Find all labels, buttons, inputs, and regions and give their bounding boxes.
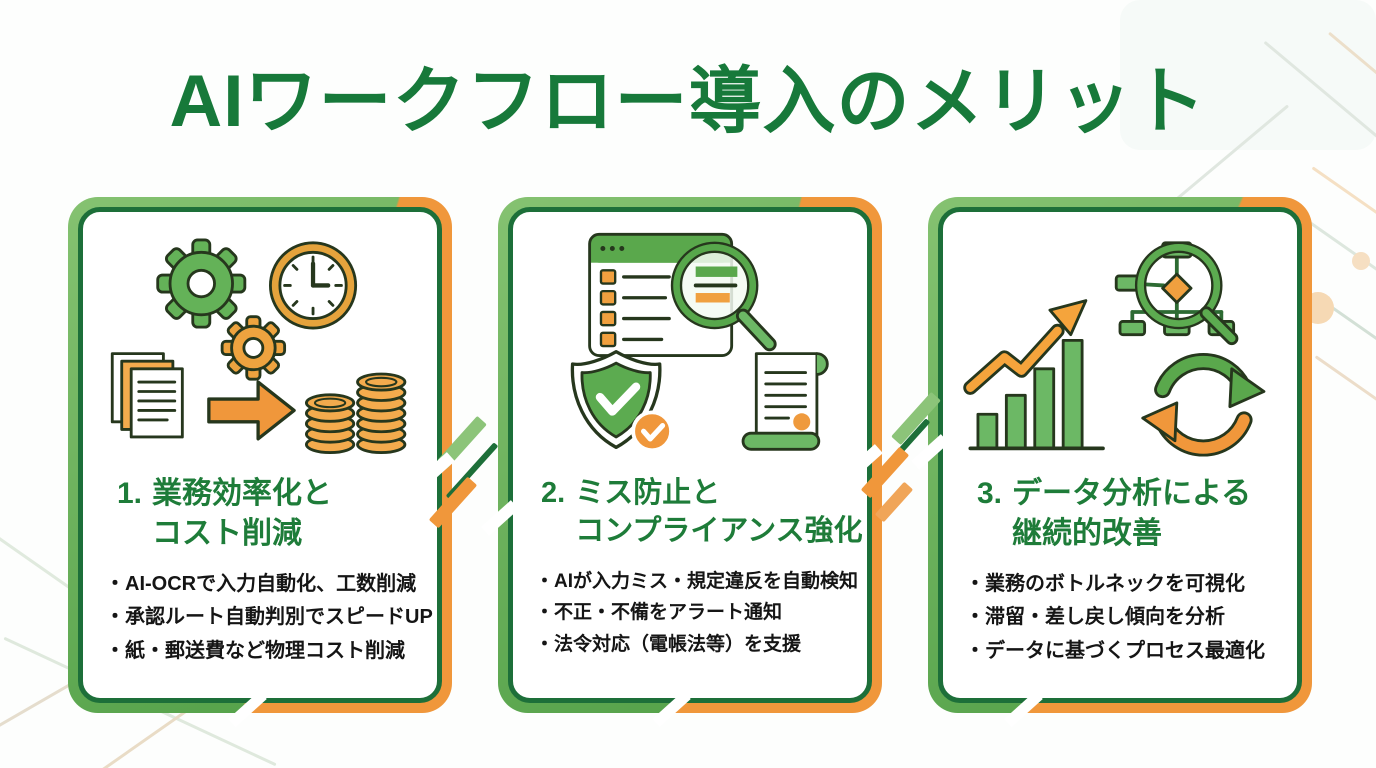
gears-icon	[156, 238, 247, 329]
card-heading: 1. 業務効率化と コスト削減	[95, 474, 332, 553]
document-stack-icon	[110, 352, 184, 439]
benefit-card-1: 1. 業務効率化と コスト削減 ・AI-OCRで入力自動化、工数削減 ・承認ルー…	[68, 197, 452, 713]
card-heading-line-1: データ分析による	[1012, 477, 1252, 510]
decor-line	[1314, 355, 1376, 444]
card-heading: 2. ミス防止と コンプライアンス強化	[525, 474, 863, 551]
bullet-item: ・AI-OCRで入力自動化、工数削減	[105, 573, 417, 596]
bullet-item: ・AIが入力ミス・規定違反を自動検知	[535, 570, 859, 592]
compliance-icon-cluster	[570, 232, 829, 453]
benefit-card-3: 3. データ分析による 継続的改善 ・業務のボトルネックを可視化 ・滞留・差し戻…	[928, 197, 1312, 713]
decor-dot	[1352, 252, 1370, 270]
card-body: 1. 業務効率化と コスト削減 ・AI-OCRで入力自動化、工数削減 ・承認ルー…	[78, 207, 442, 703]
card-body: 2. ミス防止と コンプライアンス強化 ・AIが入力ミス・規定違反を自動検知 ・…	[508, 207, 872, 703]
card-bullets: ・AI-OCRで入力自動化、工数削減 ・承認ルート自動判別でスピードUP ・紙・…	[95, 568, 433, 668]
page-title: AIワークフロー導入のメリット	[169, 61, 1207, 142]
card-heading-line-2: 継続的改善	[1012, 516, 1163, 550]
checklist-magnifier-icon	[588, 232, 777, 357]
bullet-item: ・承認ルート自動判別でスピードUP	[105, 606, 433, 629]
bullet-item: ・法令対応（電帳法等）を支援	[535, 633, 802, 655]
card-number: 1.	[117, 477, 143, 510]
card-heading-line-1: 業務効率化と	[152, 477, 333, 510]
bullet-item: ・紙・郵送費など物理コスト削減	[105, 639, 405, 662]
background-wash	[1120, 0, 1376, 150]
arrow-right-icon	[207, 380, 296, 441]
card-bullets: ・AIが入力ミス・規定違反を自動検知 ・不正・不備をアラート通知 ・法令対応（電…	[525, 566, 858, 661]
card-heading-line-2: コスト削減	[152, 516, 303, 550]
analytics-icon-cluster	[963, 241, 1266, 457]
small-gear-icon	[220, 315, 287, 381]
bullet-item: ・データに基づくプロセス最適化	[965, 639, 1265, 662]
card-heading-line-1: ミス防止と	[575, 477, 721, 509]
card-number: 3.	[977, 477, 1003, 510]
bar-chart-growth-icon	[963, 299, 1105, 451]
scroll-document-icon	[741, 352, 829, 451]
cycle-arrows-icon	[1141, 353, 1266, 457]
card-heading: 3. データ分析による 継続的改善	[955, 474, 1251, 553]
card-number: 2.	[541, 477, 566, 509]
bullet-item: ・不正・不備をアラート通知	[535, 602, 783, 624]
card-body: 3. データ分析による 継続的改善 ・業務のボトルネックを可視化 ・滞留・差し戻…	[938, 207, 1302, 703]
card-bullets: ・業務のボトルネックを可視化 ・滞留・差し戻し傾向を分析 ・データに基づくプロセ…	[955, 568, 1265, 668]
flowchart-magnifier-icon	[1114, 241, 1239, 346]
bullet-item: ・滞留・差し戻し傾向を分析	[965, 606, 1225, 629]
card-heading-line-2: コンプライアンス強化	[575, 515, 863, 548]
shield-check-icon	[570, 350, 673, 453]
efficiency-icon-cluster	[110, 238, 407, 455]
bullet-item: ・業務のボトルネックを可視化	[965, 573, 1245, 596]
clock-icon	[268, 241, 358, 330]
coin-stacks-icon	[304, 372, 407, 455]
benefit-card-2: 2. ミス防止と コンプライアンス強化 ・AIが入力ミス・規定違反を自動検知 ・…	[498, 197, 882, 713]
